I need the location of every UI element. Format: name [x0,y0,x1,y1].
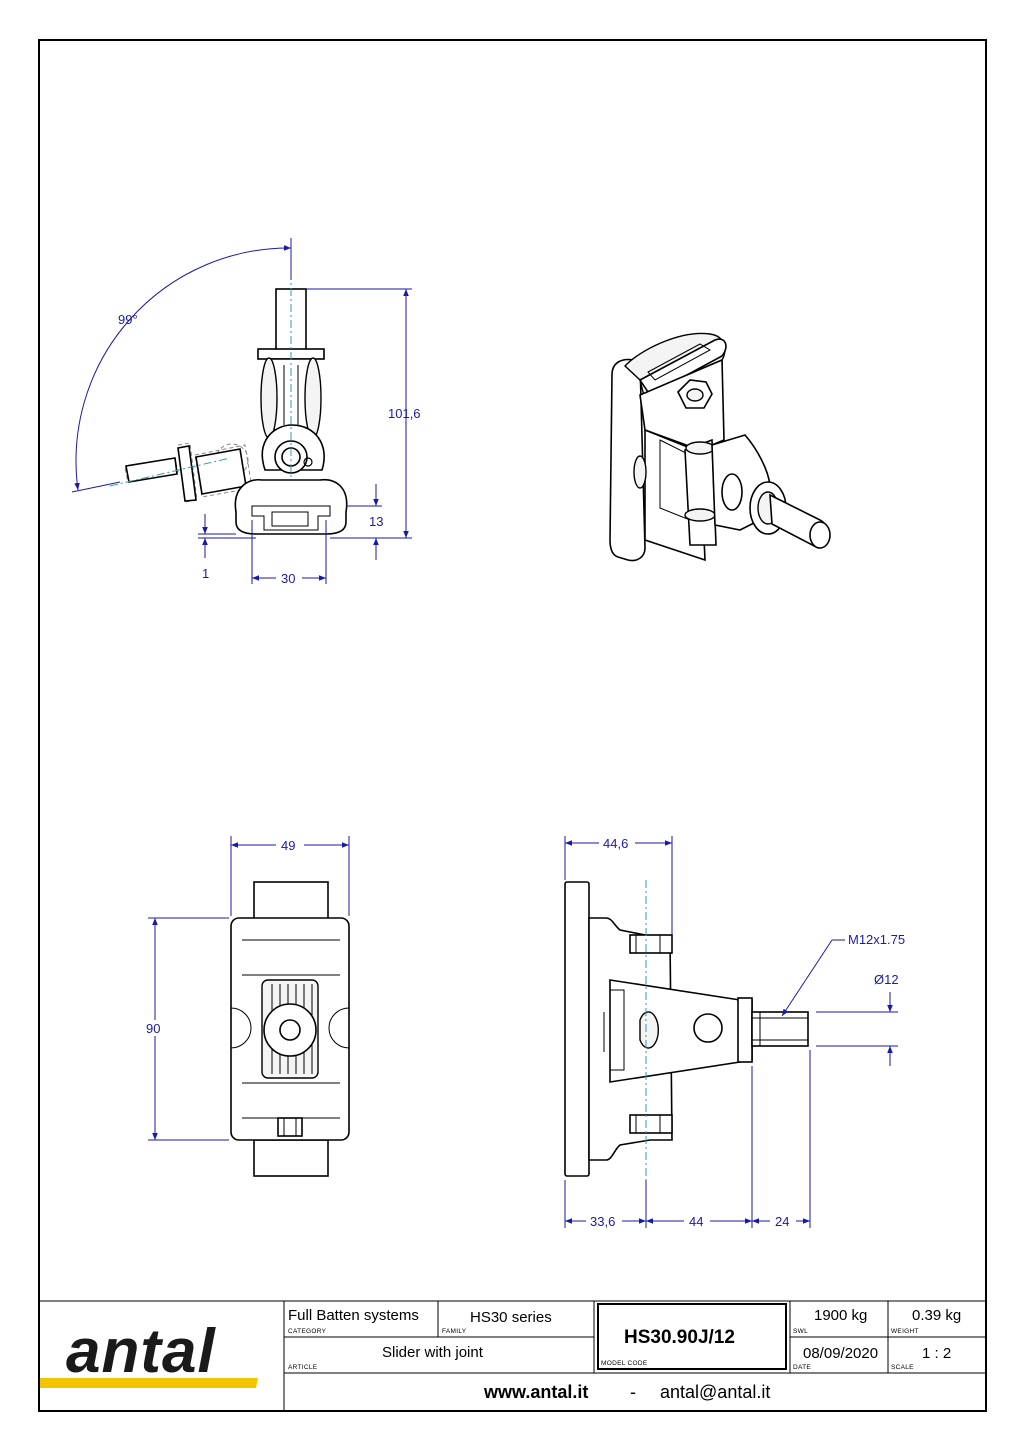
swl-label: SWL [793,1328,808,1335]
weight-label: WEIGHT [891,1328,919,1335]
swl-value: 1900 kg [814,1307,867,1324]
model-code-value: HS30.90J/12 [624,1327,735,1348]
weight-value: 0.39 kg [912,1307,961,1324]
view-isometric [609,332,831,562]
dim-height-rail: 13 [369,514,383,529]
dim-side-b: 44 [689,1214,703,1229]
rotated-bolt [125,457,178,483]
contact-separator: - [630,1382,636,1402]
logo-stripe [40,1378,258,1388]
date-value: 08/09/2020 [803,1345,878,1362]
family-value: HS30 series [470,1309,552,1326]
category-label: CATEGORY [288,1328,327,1335]
side-pin-hole [693,1013,723,1043]
dim-height-total: 101,6 [388,406,421,421]
dim-front-height: 90 [146,1021,160,1036]
family-label: FAMILY [442,1328,467,1335]
dim-width-rail: 30 [281,571,295,586]
dim-side-depth: 44,6 [603,836,628,851]
email-link[interactable]: antal@antal.it [660,1382,770,1402]
dim-front-width: 49 [281,838,295,853]
dim-side-c: 24 [775,1214,789,1229]
model-code-label: MODEL CODE [601,1360,648,1367]
sheet-border [38,39,987,1412]
dim-angle: 99° [118,312,138,327]
scale-value: 1 : 2 [922,1345,951,1362]
dim-gap: 1 [202,566,209,581]
category-value: Full Batten systems [288,1307,419,1324]
article-value: Slider with joint [382,1344,484,1361]
iso-body-back [609,358,646,562]
view-front: 49 90 [142,836,350,1177]
view-side: 44,6 M12x1.75 Ø12 33,6 44 24 [564,835,905,1229]
view-side-joint: 99° 101,6 13 1 30 [71,238,421,586]
dim-diameter: Ø12 [874,972,899,987]
title-block: antal Full Batten systems CATEGORY HS30 … [39,1300,986,1411]
dim-side-a: 33,6 [590,1214,615,1229]
scale-label: SCALE [891,1364,914,1371]
date-label: DATE [793,1364,811,1371]
side-knuckle [609,979,753,1083]
website-link[interactable]: www.antal.it [483,1382,588,1402]
antal-logo: antal [66,1317,216,1386]
side-plate [564,881,590,1177]
dim-thread: M12x1.75 [848,932,905,947]
article-label: ARTICLE [288,1364,318,1371]
